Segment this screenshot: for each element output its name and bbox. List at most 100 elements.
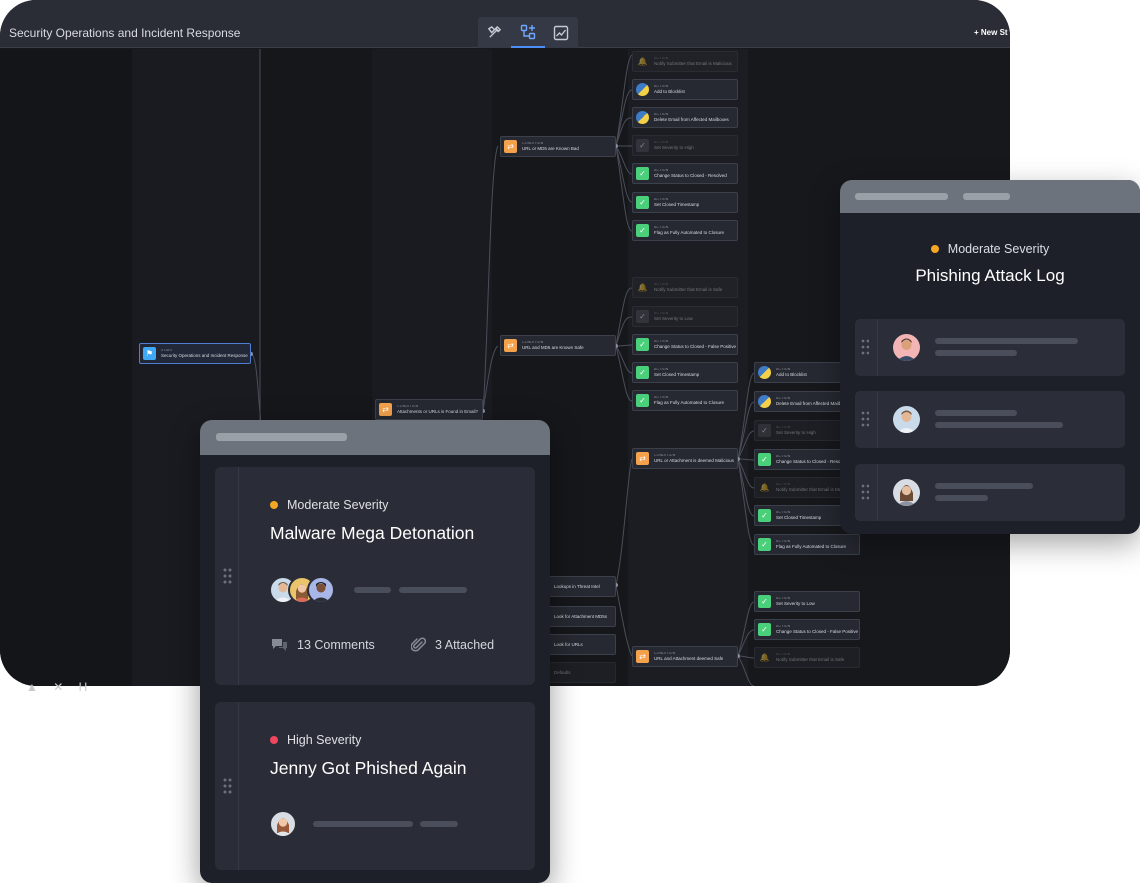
lookup-node[interactable]: Look for URLs: [548, 634, 616, 655]
attachments-label: 3 Attached: [435, 638, 495, 652]
analytics-icon[interactable]: [545, 17, 578, 48]
node-kind: CONDITION: [522, 340, 544, 344]
check-icon: ✓: [758, 509, 771, 522]
lookup-node[interactable]: Defaults: [548, 662, 616, 683]
node-kind: ACTION: [654, 112, 669, 116]
node-kind: ACTION: [776, 652, 791, 656]
comments-count[interactable]: 13 Comments: [271, 637, 375, 652]
drag-handle-icon[interactable]: [861, 484, 869, 500]
attachments-count[interactable]: 3 Attached: [411, 637, 494, 653]
log-entry[interactable]: [855, 319, 1125, 376]
node-kind: START: [161, 348, 174, 352]
condition-icon: ⇄: [636, 650, 649, 663]
drag-handle-icon[interactable]: [861, 339, 869, 355]
check-icon: ✓: [758, 595, 771, 608]
node-kind: ACTION: [776, 367, 791, 371]
severity-dot: [930, 245, 939, 253]
lookup-node[interactable]: Look for Attachment MD5s: [548, 606, 616, 627]
node-label: Set Closed Timestamp: [776, 515, 822, 520]
node-kind: ACTION: [654, 168, 669, 172]
assignee-avatars[interactable]: [269, 810, 297, 838]
node-kind: ACTION: [654, 395, 669, 399]
logo-watermark: ▲ ✕ H: [26, 680, 94, 694]
canvas-column: [0, 49, 132, 686]
text-placeholder: [313, 821, 413, 827]
severity-text: High Severity: [287, 733, 362, 747]
paperclip-icon: [411, 637, 426, 652]
drag-handle-icon[interactable]: [861, 411, 869, 427]
node-kind: ACTION: [654, 140, 669, 144]
check-icon: ✓: [636, 310, 649, 323]
check-icon: ✓: [758, 538, 771, 551]
text-placeholder: [935, 350, 1017, 356]
assignee-avatars[interactable]: [269, 576, 335, 604]
incident-card[interactable]: High Severity Jenny Got Phished Again: [215, 702, 535, 870]
card-title: Phishing Attack Log: [915, 266, 1065, 285]
incident-title[interactable]: Jenny Got Phished Again: [270, 758, 467, 778]
text-placeholder: [399, 587, 467, 593]
log-entry[interactable]: [855, 391, 1125, 448]
node-label: Security Operations and Incident Respons…: [161, 353, 248, 358]
board-header: [200, 420, 550, 455]
severity-label: Moderate Severity: [270, 498, 388, 512]
node-label: Flag as Fully Automated to Closure: [654, 400, 725, 405]
node-kind: ACTION: [776, 454, 791, 458]
log-entry[interactable]: [855, 464, 1125, 521]
divider: [877, 464, 878, 521]
node-kind: ACTION: [776, 596, 791, 600]
node-label: Notify Submitter that Email is Malicious: [654, 61, 732, 66]
workflow-title: Security Operations and Incident Respons…: [9, 26, 241, 40]
check-icon: ✓: [758, 453, 771, 466]
node-label: Set Severity to Low: [654, 316, 693, 321]
node-label: Add to Blocklist: [654, 89, 685, 94]
incident-title[interactable]: Malware Mega Detonation: [270, 523, 475, 543]
node-kind: ACTION: [654, 84, 669, 88]
bell-icon: 🔔: [637, 283, 648, 292]
node-label: URL or Attachment is deemed Malicious: [654, 458, 734, 463]
node-label: Set Severity to High: [654, 145, 694, 150]
new-story-button[interactable]: + New St: [974, 28, 1008, 37]
node-label: Look for URLs: [554, 642, 583, 648]
workflow-icon[interactable]: [511, 17, 545, 48]
tools-icon[interactable]: [478, 17, 511, 48]
avatar: [307, 576, 335, 604]
node-kind: ACTION: [776, 539, 791, 543]
node-label: Change Status to Closed - False Positive: [654, 344, 737, 349]
drag-handle-icon[interactable]: [223, 568, 232, 584]
incident-card[interactable]: Moderate Severity Malware Mega Detonatio…: [215, 467, 535, 685]
text-placeholder: [935, 483, 1033, 489]
drag-handle-icon[interactable]: [223, 778, 232, 794]
node-label: Look for Attachment MD5s: [554, 614, 608, 620]
text-placeholder: [935, 495, 988, 501]
lookup-node[interactable]: Lookups in Threat Intel: [548, 576, 616, 597]
node-kind: CONDITION: [397, 404, 419, 408]
